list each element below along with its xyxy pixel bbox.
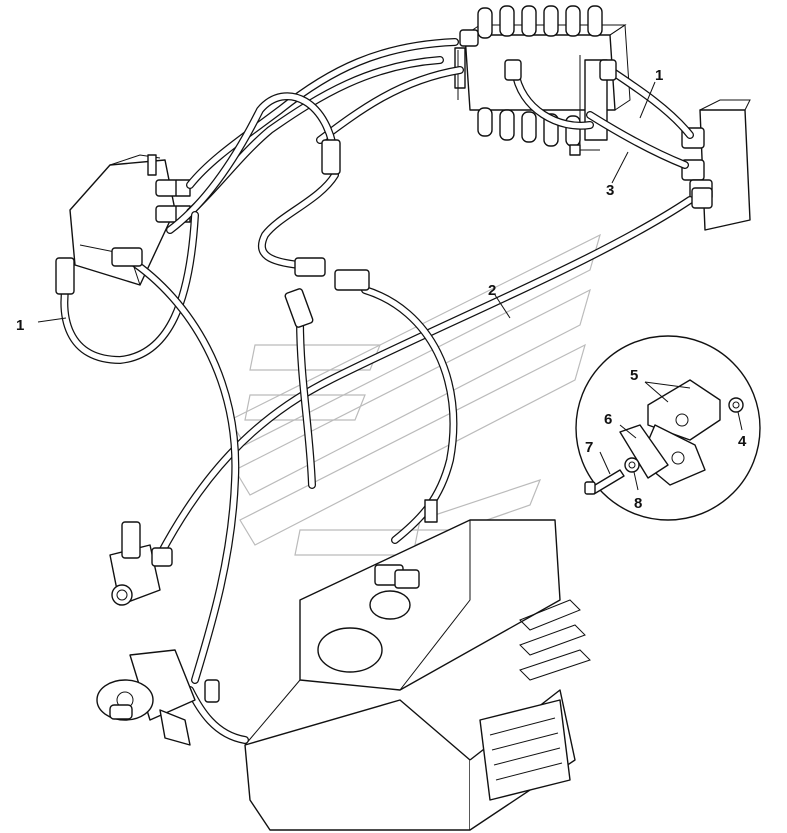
auxiliary-valve-left	[69, 154, 191, 286]
callouts: 1 1 2 3 4 5 6 7 8	[16, 67, 747, 512]
callout-2: 2	[488, 282, 496, 299]
tank-housing	[244, 499, 591, 831]
leader-lines	[37, 81, 743, 491]
nut	[728, 397, 744, 413]
callout-1-left: 1	[16, 317, 24, 334]
callout-7: 7	[585, 439, 593, 456]
callout-4: 4	[738, 433, 747, 450]
hose-lines	[60, 38, 694, 744]
callout-8: 8	[634, 495, 642, 512]
hydraulic-pump	[96, 649, 220, 746]
lower-left-valve	[109, 521, 173, 606]
clamp-block-top	[647, 379, 721, 441]
callout-1-top: 1	[655, 67, 663, 84]
callout-5: 5	[630, 367, 638, 384]
actuator-block-right	[681, 99, 751, 231]
hose-fittings	[55, 29, 713, 328]
callout-3: 3	[606, 182, 614, 199]
callout-6: 6	[604, 411, 612, 428]
washer	[624, 457, 640, 473]
detail-inset	[575, 335, 761, 521]
